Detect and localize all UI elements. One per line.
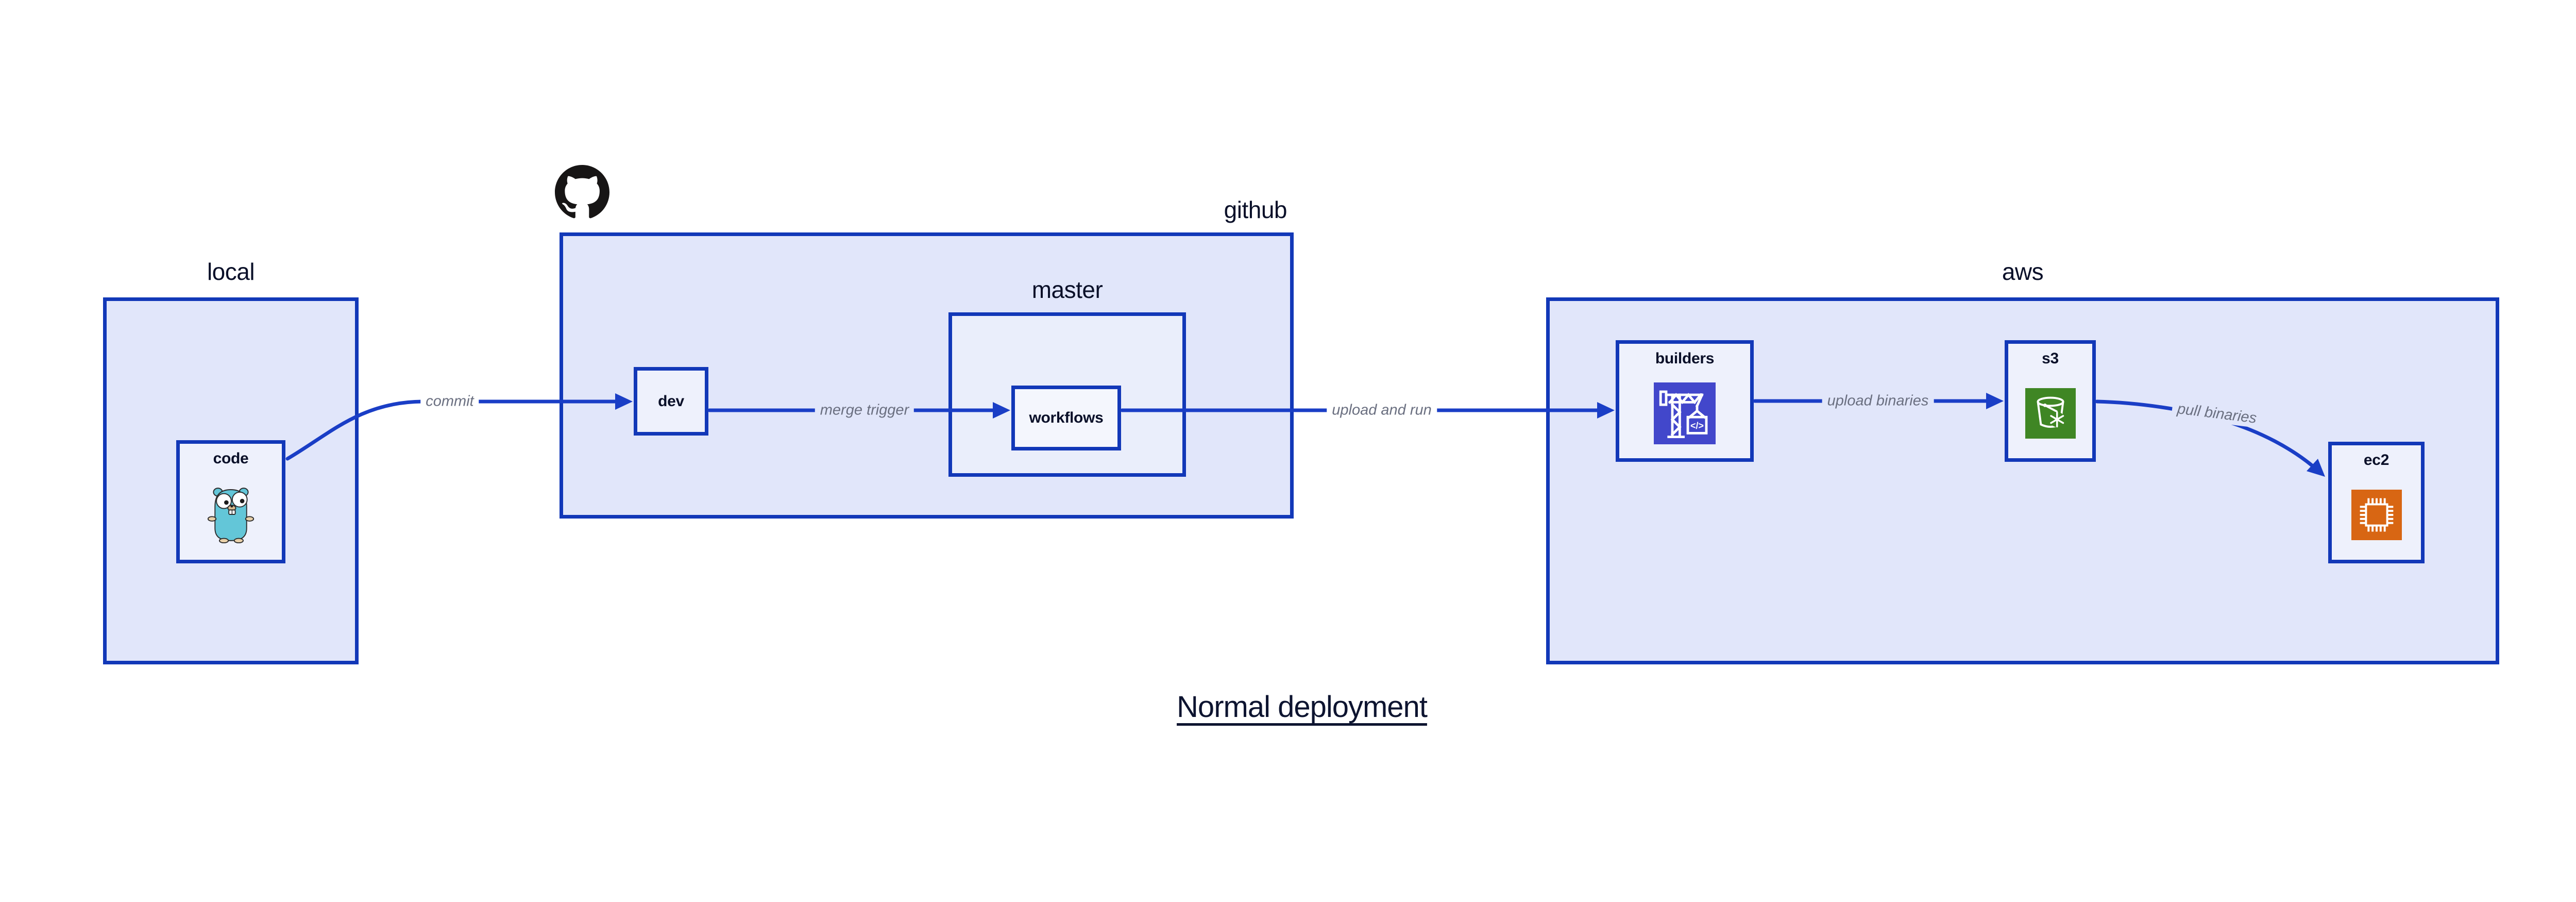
workflows-node-label: workflows (1029, 409, 1104, 426)
dev-node: dev (634, 367, 708, 436)
local-cluster-label: local (207, 258, 255, 285)
commit-edge-label: commit (420, 392, 479, 411)
code-node-label: code (213, 450, 249, 467)
github-logo-icon (555, 165, 609, 219)
aws-s3-bucket-icon (2025, 369, 2076, 458)
s3-node: s3 (2005, 340, 2096, 462)
merge-trigger-edge-label: merge trigger (815, 401, 914, 420)
ec2-node-label: ec2 (2363, 452, 2389, 469)
go-gopher-icon (206, 469, 256, 560)
aws-cluster-label: aws (2002, 258, 2044, 285)
builders-node: builders </> (1616, 340, 1754, 462)
builders-node-label: builders (1655, 350, 1715, 367)
upload-binaries-edge-label: upload binaries (1822, 392, 1934, 410)
codebuild-code-glyph: </> (1690, 421, 1704, 431)
aws-ec2-chip-icon (2351, 470, 2402, 560)
diagram-title: Normal deployment (1177, 690, 1428, 724)
upload-and-run-edge-label: upload and run (1327, 401, 1437, 420)
workflows-node: workflows (1011, 386, 1121, 450)
master-cluster-label: master (1031, 276, 1103, 303)
ec2-node: ec2 (2328, 442, 2425, 563)
dev-node-label: dev (658, 392, 684, 410)
aws-codebuild-icon: </> (1654, 369, 1716, 458)
code-node: code (176, 440, 285, 563)
github-cluster-label: github (1224, 196, 1287, 223)
s3-node-label: s3 (2042, 350, 2059, 367)
